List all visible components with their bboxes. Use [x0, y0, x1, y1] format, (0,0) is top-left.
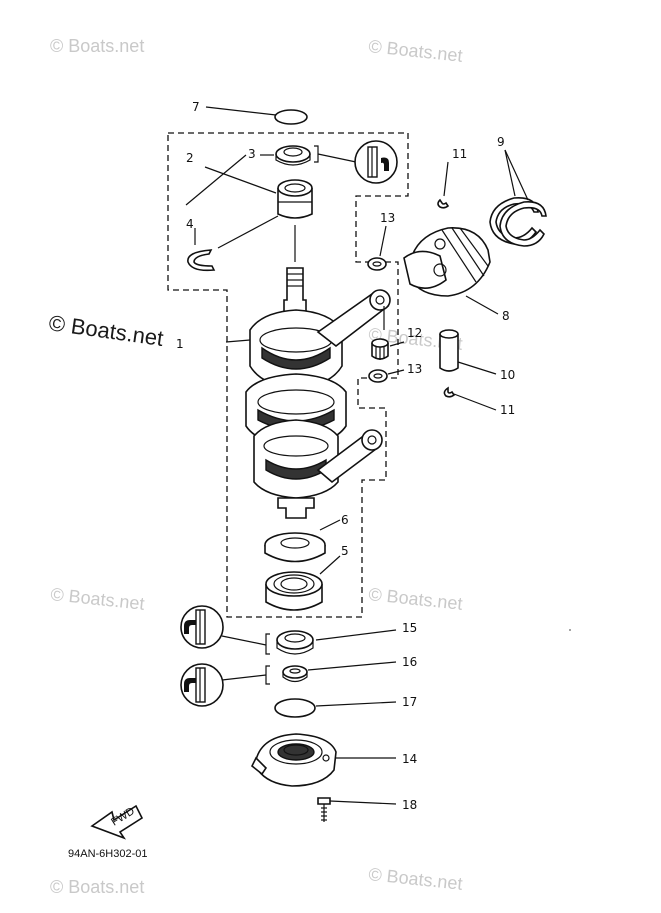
part-6-seal	[264, 532, 326, 563]
callout-4: 4	[186, 217, 194, 231]
part-14-housing	[250, 733, 337, 787]
callout-9: 9	[497, 135, 505, 149]
part-4-circlip	[187, 249, 216, 272]
part-13-washer-upper	[367, 257, 387, 271]
part-12-needle-bearing	[371, 338, 389, 360]
part-5-ball-bearing	[265, 571, 323, 611]
watermark-left-lower: © Boats.net	[50, 584, 146, 614]
callout-6: 6	[341, 513, 349, 527]
forward-direction-indicator: FWD	[90, 804, 144, 840]
part-11-circlip-lower	[443, 386, 456, 398]
callout-5: 5	[341, 544, 349, 558]
part-16-oil-seal	[282, 665, 308, 683]
callout-12: 12	[407, 326, 422, 340]
callout-18: 18	[402, 798, 417, 812]
registration-dot	[569, 629, 571, 631]
crankshaft-assembly-outline	[167, 132, 409, 618]
part-11-circlip-upper	[437, 198, 450, 209]
callout-17: 17	[402, 695, 417, 709]
callout-14: 14	[402, 752, 417, 766]
part-10-piston-pin	[439, 329, 459, 372]
watermark-bottom-left: © Boats.net	[50, 877, 144, 897]
part-17-oring	[274, 698, 316, 718]
callout-7: 7	[192, 100, 200, 114]
part-8-piston	[403, 227, 499, 315]
grease-symbol-left-upper	[180, 605, 224, 649]
watermark-bottom-right: © Boats.net	[368, 864, 464, 894]
connecting-rod-lower	[316, 429, 383, 484]
callout-11-lower: 11	[500, 403, 515, 417]
part-13-washer-lower	[368, 369, 388, 383]
callout-11-upper: 11	[452, 147, 467, 161]
callout-13-upper: 13	[380, 211, 395, 225]
callout-13-lower: 13	[407, 362, 422, 376]
watermark-top-right: © Boats.net	[368, 36, 464, 66]
grease-symbol-left-lower	[180, 663, 224, 707]
part-15-oil-seal	[276, 630, 314, 655]
callout-8: 8	[502, 309, 510, 323]
connecting-rod-upper	[316, 289, 391, 348]
grease-symbol-top	[354, 140, 398, 184]
part-1-crankshaft	[225, 225, 347, 519]
callout-15: 15	[402, 621, 417, 635]
callout-16: 16	[402, 655, 417, 669]
callout-10: 10	[500, 368, 515, 382]
part-18-bolt	[317, 797, 331, 822]
part-9-piston-rings	[489, 149, 547, 247]
callout-1: 1	[176, 337, 184, 351]
part-7-oring-top	[274, 109, 308, 125]
watermark-top-left: © Boats.net	[50, 36, 144, 56]
callout-2: 2	[186, 151, 194, 165]
watermark-left-center: © Boats.net	[47, 310, 165, 351]
diagram-code: 94AN-6H302-01	[68, 848, 148, 860]
watermark-right-lower: © Boats.net	[368, 584, 464, 614]
callout-3: 3	[248, 147, 256, 161]
part-2-bearing	[277, 179, 313, 219]
